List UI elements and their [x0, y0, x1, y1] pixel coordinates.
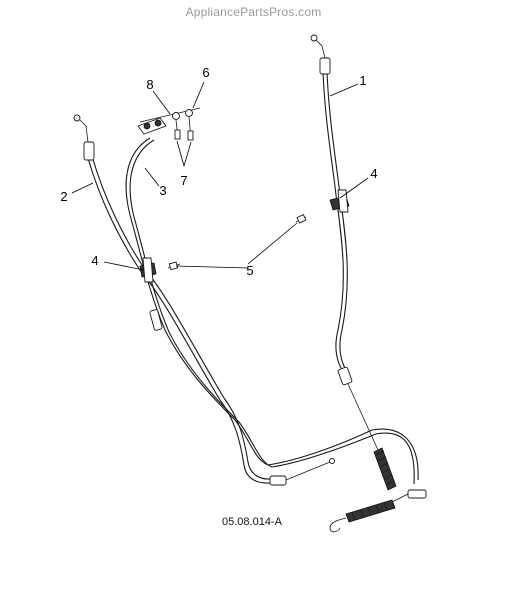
cable-2 — [73, 114, 335, 486]
cable-tie-upper — [295, 213, 307, 224]
callout-5: 5 — [246, 263, 254, 278]
spring-upper — [373, 447, 397, 491]
diagram-code: 05.08.014-A — [222, 516, 282, 528]
cable-3 — [125, 137, 419, 485]
cable-clip-right — [329, 189, 350, 213]
callout-4-right: 4 — [370, 166, 378, 181]
callout-6: 6 — [202, 65, 210, 80]
callout-3: 3 — [159, 183, 167, 198]
callout-4-left: 4 — [91, 253, 99, 268]
bracket-assembly — [137, 107, 201, 141]
cable-tie-lower — [167, 261, 181, 271]
callout-7: 7 — [180, 173, 188, 188]
callout-8: 8 — [146, 77, 154, 92]
callout-1: 1 — [359, 73, 367, 88]
callout-2: 2 — [60, 189, 68, 204]
watermark: AppliancePartsPros.com — [185, 5, 322, 19]
cable-clip-left — [139, 257, 157, 283]
spring-lower — [329, 489, 427, 533]
cable-1 — [310, 34, 379, 451]
leader-lines — [71, 81, 369, 271]
